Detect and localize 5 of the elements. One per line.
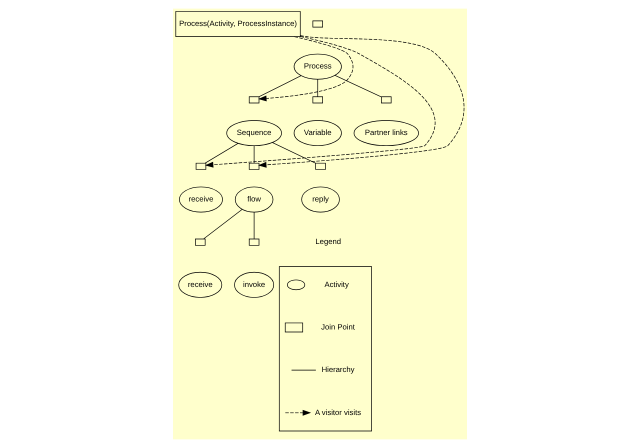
- legend-label: A visitor visits: [314, 408, 361, 417]
- legend-label: Hierarchy: [321, 365, 354, 374]
- label: Legend: [314, 237, 341, 246]
- legend-label: Join Point: [320, 322, 354, 332]
- legend-label: Activity: [324, 280, 348, 289]
